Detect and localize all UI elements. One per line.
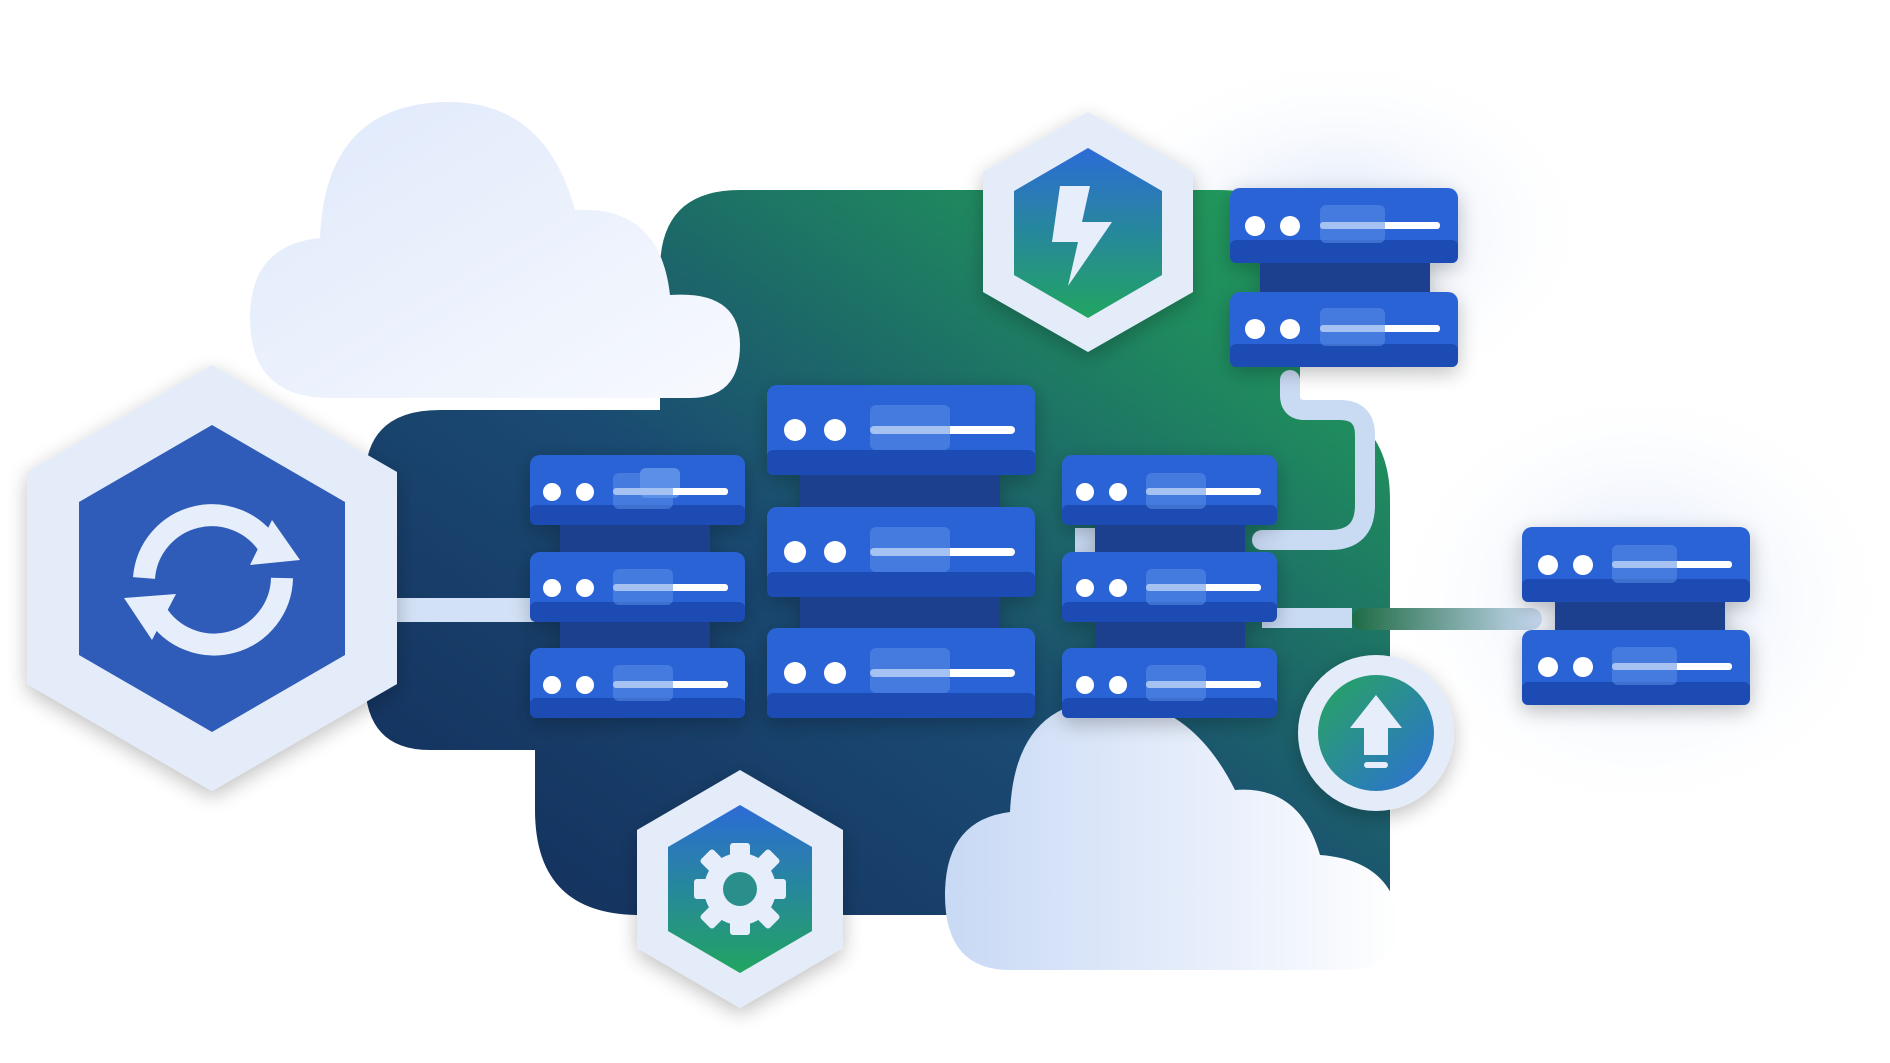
sync-hexagon [27,365,397,791]
upload-badge [1298,655,1454,811]
server-highlights [613,205,1677,701]
gear-hexagon [637,770,843,1008]
cloud-bottom [945,700,1400,970]
cloud-top-left [250,101,740,398]
sync-arrows-icon [133,504,293,656]
lightning-hexagon [983,112,1193,352]
upload-arrow-icon [1350,695,1402,768]
gear-icon [694,843,786,935]
connectors [395,370,1542,630]
lightning-bolt-icon [1052,186,1112,286]
